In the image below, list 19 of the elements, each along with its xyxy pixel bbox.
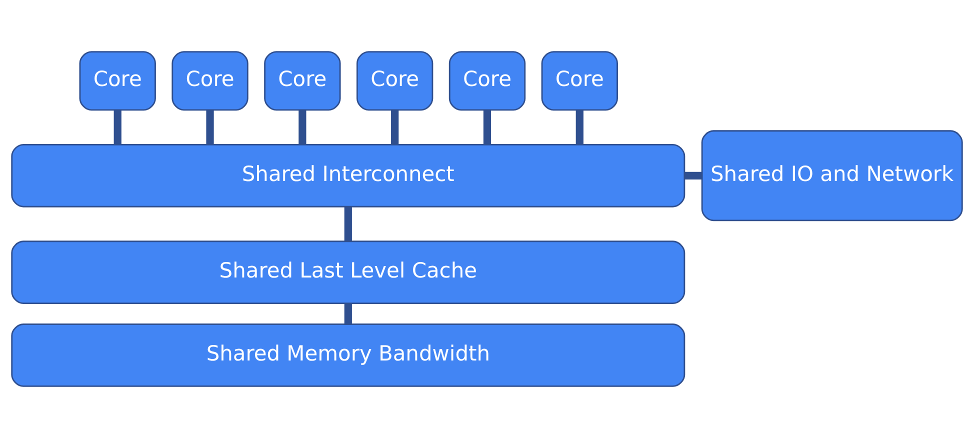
connector [576,110,584,144]
connector [344,206,352,242]
node-box: Core [356,51,434,111]
node-box: Shared Memory Bandwidth [11,324,686,387]
node-box: Shared IO and Network [701,130,963,222]
connector [391,110,399,144]
connector [483,110,492,144]
connector [684,172,702,180]
node-box: Core [264,51,341,111]
node-box: Core [79,51,156,111]
node-box: Shared Interconnect [11,144,686,208]
node-box: Core [448,51,526,111]
connector [298,110,306,144]
node-box: Core [541,51,618,111]
connector [344,304,352,324]
node-box: Shared Last Level Cache [11,240,686,304]
connector [206,110,214,144]
connector [114,110,122,144]
node-box: Core [172,51,248,111]
